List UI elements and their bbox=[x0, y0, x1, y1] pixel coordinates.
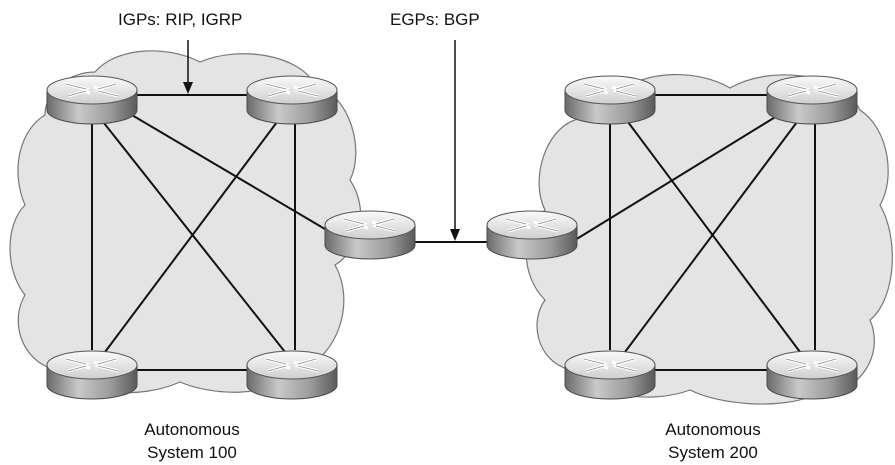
router-icon bbox=[245, 74, 339, 126]
router-icon bbox=[563, 349, 657, 401]
as100-label-line2: System 100 bbox=[147, 443, 237, 462]
router-icon bbox=[45, 74, 139, 126]
router-icon bbox=[245, 349, 339, 401]
router-icon bbox=[45, 349, 139, 401]
router-icon bbox=[563, 74, 657, 126]
igp-label: IGPs: RIP, IGRP bbox=[118, 10, 243, 29]
router-icon bbox=[765, 74, 859, 126]
router-icon bbox=[485, 209, 579, 261]
as200-label-line1: Autonomous bbox=[665, 420, 761, 439]
egp-label: EGPs: BGP bbox=[390, 10, 480, 29]
router-icon bbox=[765, 349, 859, 401]
router-icon bbox=[323, 209, 417, 261]
as100-label-line1: Autonomous bbox=[144, 420, 240, 439]
igp-arrow bbox=[183, 40, 193, 94]
as200-label-line2: System 200 bbox=[668, 443, 758, 462]
egp-arrow bbox=[450, 40, 460, 241]
as200-label: Autonomous System 200 bbox=[633, 418, 793, 464]
as100-label: Autonomous System 100 bbox=[112, 418, 272, 464]
